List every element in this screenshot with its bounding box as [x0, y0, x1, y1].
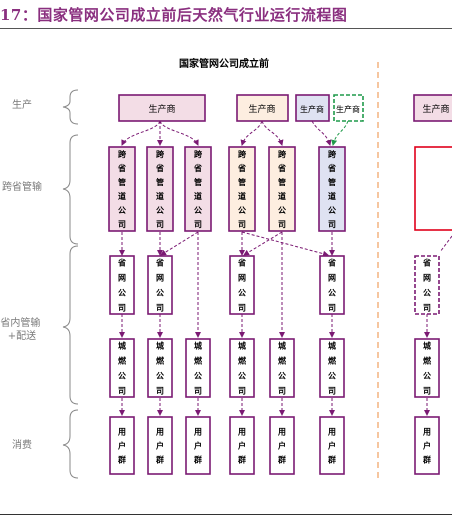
stage-label-provincial: 省内管输 +配送 — [0, 316, 43, 342]
city-gas-box: 城燃公司 — [147, 338, 173, 398]
producer-box-right: 生产商 — [413, 94, 452, 122]
bottom-rule — [0, 514, 452, 515]
provincial-network-box: 省网公司 — [414, 255, 440, 315]
city-gas-box: 城燃公司 — [229, 338, 255, 398]
city-gas-box: 城燃公司 — [185, 338, 211, 398]
interprov-pipeline-box-label: 跨省管道公司 — [117, 149, 127, 229]
user-group-box: 用户群 — [229, 416, 255, 475]
interprov-pipeline-box: 跨省管道公司 — [146, 146, 174, 232]
city-gas-box-label: 城燃公司 — [118, 341, 127, 396]
connectors-pipeline-to-provincial — [119, 231, 335, 338]
interprov-pipeline-box: 跨省管道公司 — [268, 146, 296, 232]
user-group-box: 用户群 — [185, 416, 211, 475]
connector — [121, 120, 161, 146]
stage-brace-production — [62, 89, 79, 125]
city-gas-box: 城燃公司 — [414, 338, 440, 398]
provincial-network-box-label: 省网公司 — [117, 258, 126, 313]
vertical-boxes: 跨省管道公司 跨省管道公司 跨省管道公司 跨省管道公司 跨省管道公司 跨省管道公司省网公司… — [108, 146, 440, 475]
flow-diagram: 国家管网公司成立前 生产 跨省管输 省内管输 +配送 消费 — [0, 57, 452, 479]
diagram-subtitle: 国家管网公司成立前 — [179, 57, 269, 70]
user-group-box: 用户群 — [269, 416, 295, 475]
interprov-pipeline-box-label: 跨省管道公司 — [155, 149, 165, 229]
provincial-network-box: 省网公司 — [109, 255, 135, 315]
connector-green — [331, 120, 349, 146]
connectors-provincial-to-citygas — [119, 314, 430, 338]
producer-box: 生产商 — [236, 94, 289, 122]
user-group-box: 用户群 — [147, 416, 173, 475]
interprov-pipeline-box: 跨省管道公司 — [108, 146, 136, 232]
stage-brace-interprovincial — [62, 134, 79, 245]
producer-label: 生产商 — [148, 103, 175, 115]
city-gas-box: 城燃公司 — [319, 338, 345, 398]
provincial-network-box-label: 省网公司 — [237, 258, 246, 313]
provincial-network-box-label: 省网公司 — [422, 258, 431, 313]
figure-title: 17：国家管网公司成立前后天然气行业运行流程图 — [0, 6, 348, 24]
connector — [261, 120, 284, 146]
user-group-box: 用户群 — [414, 416, 440, 475]
stage-brace-provincial — [62, 245, 79, 405]
producer-label: 生产商 — [248, 103, 275, 115]
city-gas-box-label: 城燃公司 — [238, 341, 247, 396]
provincial-network-box-label: 省网公司 — [327, 258, 336, 313]
city-gas-box-label: 城燃公司 — [423, 341, 432, 396]
producer-box-green: 生产商 — [333, 94, 364, 122]
producer-label: 生产商 — [422, 103, 449, 115]
user-group-box-label: 用户群 — [277, 427, 286, 465]
interprov-pipeline-box-label: 跨省管道公司 — [277, 149, 287, 229]
user-group-box: 用户群 — [109, 416, 135, 475]
city-gas-box-label: 城燃公司 — [328, 341, 337, 396]
provincial-network-box: 省网公司 — [147, 255, 173, 315]
interprov-pipeline-box: 跨省管道公司 — [228, 146, 256, 232]
producer-label: 生产商 — [336, 104, 360, 114]
user-group-box-label: 用户群 — [117, 427, 126, 465]
producer-label: 生产商 — [300, 104, 324, 114]
connector — [243, 231, 283, 256]
national-pipeline-box — [414, 146, 452, 231]
producer-box: 生产商 — [118, 94, 206, 122]
interprov-pipeline-box: 跨省管道公司 — [184, 146, 212, 232]
user-group-box-label: 用户群 — [155, 427, 164, 465]
interprov-pipeline-box-label: 跨省管道公司 — [193, 149, 203, 229]
interprov-pipeline-box-label: 跨省管道公司 — [327, 149, 337, 229]
provincial-network-box: 省网公司 — [319, 255, 345, 315]
city-gas-box: 城燃公司 — [109, 338, 135, 398]
connector — [160, 231, 199, 256]
interprov-pipeline-box: 跨省管道公司 — [318, 146, 346, 232]
user-group-box-label: 用户群 — [422, 427, 431, 465]
user-group-box: 用户群 — [319, 416, 345, 475]
user-group-box-label: 用户群 — [193, 427, 202, 465]
user-group-box-label: 用户群 — [327, 427, 336, 465]
city-gas-box: 城燃公司 — [269, 338, 295, 398]
provincial-network-box: 省网公司 — [229, 255, 255, 315]
stage-label-interprovincial: 跨省管输 — [2, 180, 42, 193]
stage-label-provincial-line2: +配送 — [8, 329, 36, 342]
figure-header: 17：国家管网公司成立前后天然气行业运行流程图 — [0, 0, 452, 29]
stage-brace-consumption — [62, 409, 79, 479]
header-rule — [0, 28, 452, 29]
connector — [311, 120, 332, 146]
provincial-network-box-label: 省网公司 — [155, 258, 164, 313]
producer-box: 生产商 — [295, 94, 330, 122]
connector-right-partial — [439, 235, 452, 253]
stage-label-production: 生产 — [12, 98, 32, 111]
stage-label-provincial-line1: 省内管输 — [0, 316, 40, 329]
user-group-box-label: 用户群 — [237, 427, 246, 465]
connectors-citygas-to-users — [119, 398, 430, 416]
city-gas-box-label: 城燃公司 — [278, 341, 287, 396]
connectors-producer-to-pipeline — [121, 120, 332, 146]
connector — [240, 120, 263, 146]
interprov-pipeline-box-label: 跨省管道公司 — [237, 149, 247, 229]
stage-label-consumption: 消费 — [12, 438, 32, 451]
city-gas-box-label: 城燃公司 — [156, 341, 165, 396]
connector — [241, 231, 329, 257]
connector — [159, 120, 199, 146]
city-gas-box-label: 城燃公司 — [194, 341, 203, 396]
